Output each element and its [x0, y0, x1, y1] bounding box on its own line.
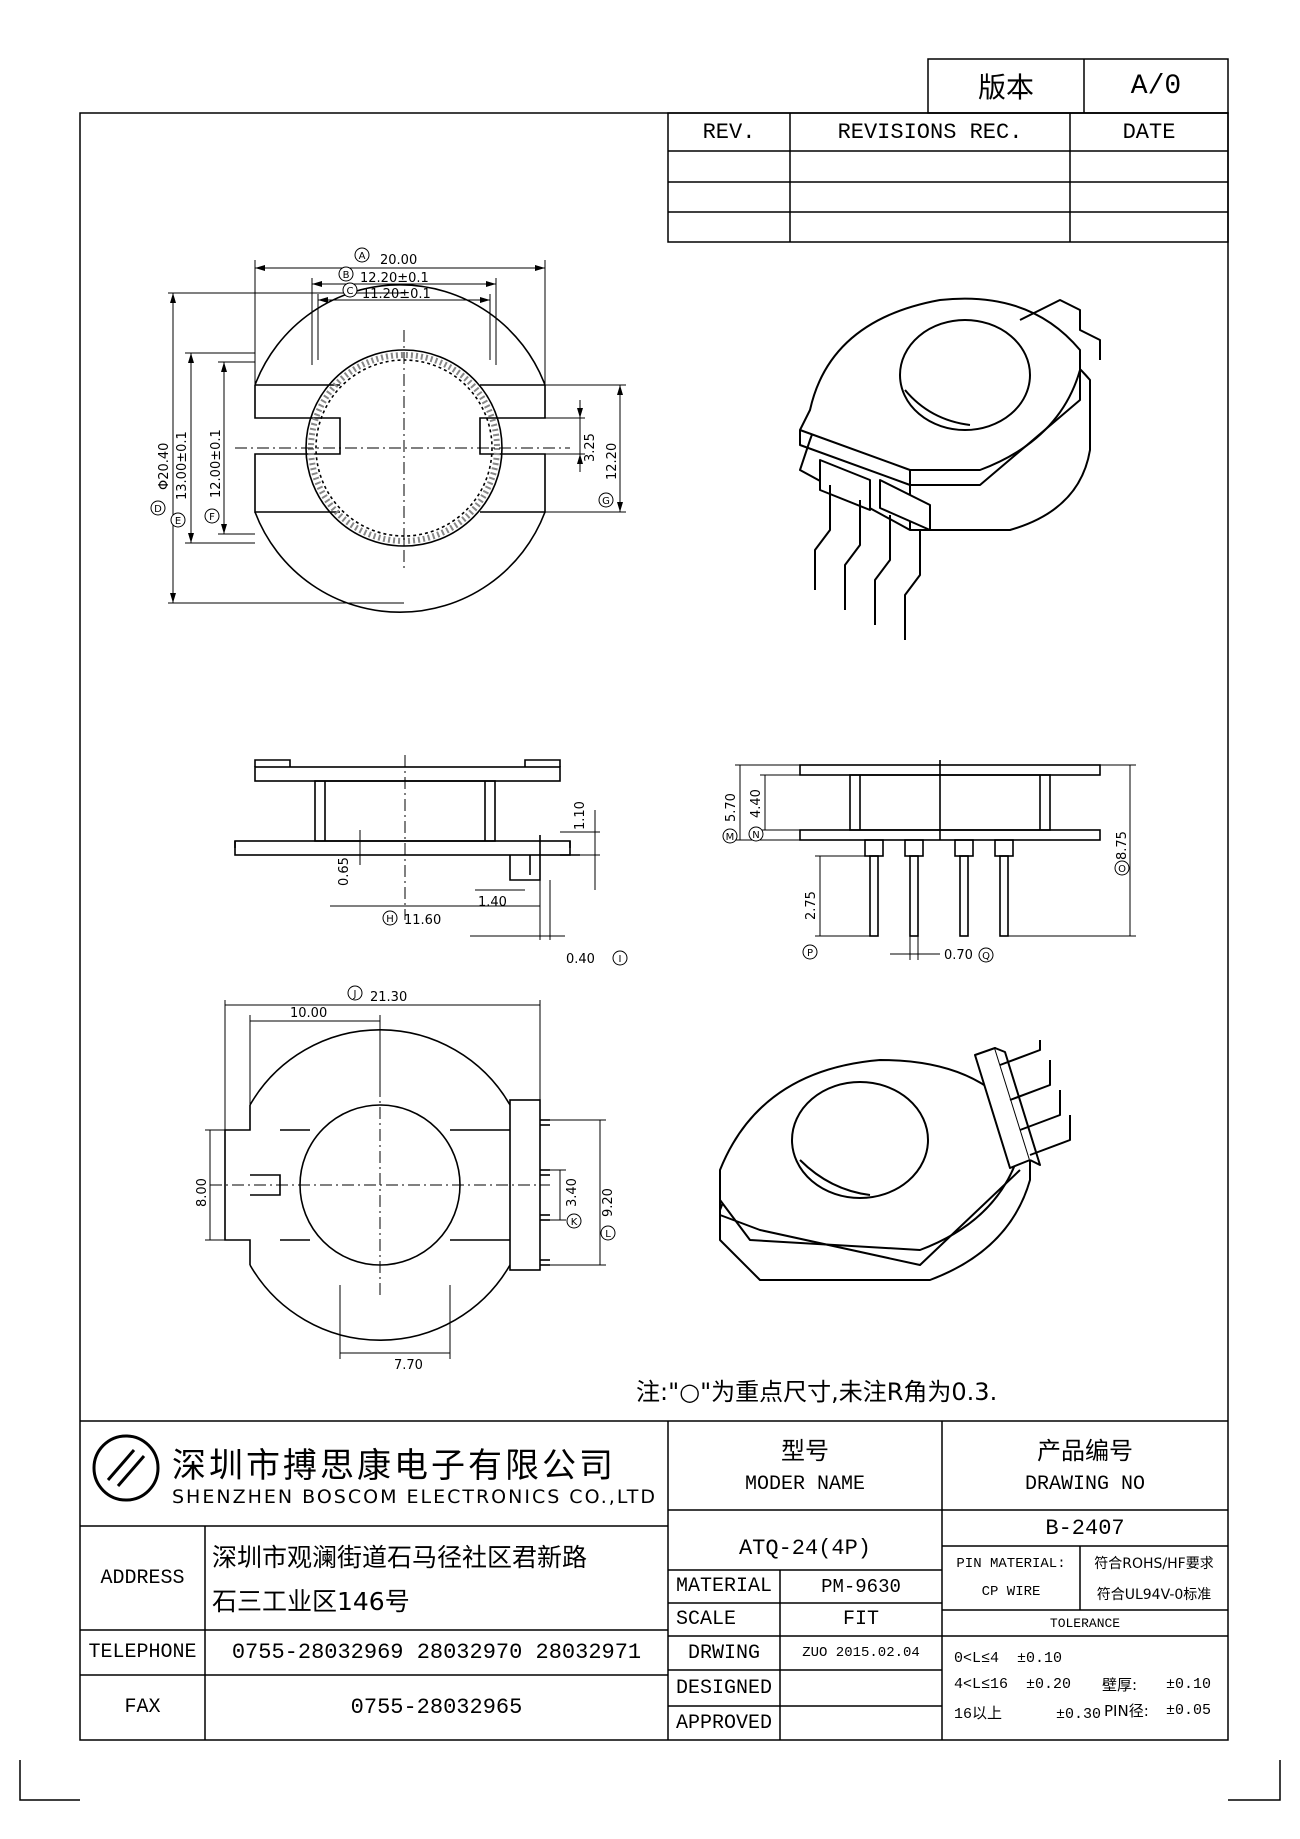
dim-M: 5.70	[724, 793, 739, 822]
label-G: G	[602, 496, 610, 507]
dim-Q: 0.70	[944, 948, 973, 963]
dim-E: 13.00±0.1	[175, 431, 190, 500]
scale-value: FIT	[842, 1608, 879, 1631]
designed-label: DESIGNED	[675, 1676, 772, 1700]
dim-B: 12.20±0.1	[360, 271, 429, 286]
date-header: DATE	[1122, 119, 1176, 145]
dim-bottom-7-70: 7.70	[394, 1358, 423, 1373]
isometric-view-bottom	[719, 1040, 1071, 1281]
dim-D: Φ20.40	[157, 443, 172, 490]
label-L: L	[605, 1229, 611, 1240]
dim-side-1-40: 1.40	[478, 895, 507, 910]
label-N: N	[752, 830, 759, 841]
label-A: A	[359, 251, 366, 262]
pin-material-label: PIN MATERIAL:	[956, 1556, 1066, 1572]
dim-F: 12.00±0.1	[209, 429, 224, 498]
wall-thickness-value: ±0.10	[1166, 1676, 1212, 1693]
label-E: E	[175, 516, 181, 527]
bottom-view-drawing: 21.30 10.00 8.00 3.40 9.20 7.70 J K L	[195, 985, 616, 1373]
company-name-en: SHENZHEN BOSCOM ELECTRONICS CO.,LTD	[172, 1486, 658, 1508]
dim-K: 3.40	[565, 1178, 580, 1207]
rev-header: REV.	[702, 119, 756, 145]
pin-diameter-label: PIN径:	[1104, 1702, 1149, 1720]
dim-P: 2.75	[804, 891, 819, 920]
label-H: H	[386, 914, 394, 925]
material-label: MATERIAL	[675, 1575, 772, 1598]
isometric-view-top	[799, 297, 1101, 640]
label-M: M	[726, 832, 735, 843]
dim-C: 11.20±0.1	[362, 287, 431, 302]
model-value: ATQ-24(4P)	[738, 1535, 872, 1561]
dim-side-1-10: 1.10	[573, 801, 588, 830]
drawing-by-label: DRWING	[687, 1641, 760, 1665]
drawing-label-en: DRAWING NO	[1024, 1472, 1146, 1496]
telephone-label: TELEPHONE	[88, 1641, 197, 1664]
pin-material-value: CP WIRE	[981, 1584, 1041, 1600]
drawing-value: B-2407	[1045, 1515, 1125, 1541]
fax-label: FAX	[124, 1696, 161, 1719]
approved-label: APPROVED	[675, 1711, 772, 1735]
dim-bottom-10: 10.00	[290, 1006, 327, 1021]
telephone-value: 0755-28032969 28032970 28032971	[231, 1640, 642, 1665]
label-C: C	[347, 286, 354, 297]
dim-L: 9.20	[601, 1188, 616, 1217]
dim-J: 21.30	[370, 990, 407, 1005]
top-view-drawing: A B C D E F G 20.00 12.20±0.1 11.20±0.1 …	[150, 247, 626, 613]
material-value: PM-9630	[821, 1575, 901, 1598]
dim-G: 12.20	[605, 443, 620, 480]
label-F: F	[209, 512, 215, 523]
dim-slot: 3.25	[583, 433, 598, 462]
dim-H: 11.60	[404, 913, 441, 928]
rohs-compliance: 符合ROHS/HF要求	[1094, 1556, 1214, 1572]
dim-bottom-8: 8.00	[195, 1178, 210, 1207]
label-K: K	[571, 1217, 578, 1228]
version-value: A/0	[1130, 70, 1182, 102]
company-name-cn: 深圳市搏思康电子有限公司	[172, 1446, 616, 1486]
tolerance-label: TOLERANCE	[1049, 1615, 1121, 1631]
label-I: I	[619, 954, 622, 965]
label-Q: Q	[982, 951, 990, 962]
tolerance-row-2: 4<L≤16 ±0.20	[954, 1676, 1072, 1693]
model-label-cn: 型号	[781, 1436, 829, 1465]
version-label: 版本	[977, 71, 1034, 104]
dim-N: 4.40	[749, 789, 764, 818]
fax-value: 0755-28032965	[350, 1695, 523, 1720]
dim-side-0-65: 0.65	[337, 857, 352, 886]
drawing-by-value: ZUO 2015.02.04	[802, 1645, 920, 1661]
label-O: O	[1118, 864, 1126, 875]
tolerance-row-3: 16以上 ±0.30	[954, 1706, 1102, 1723]
dim-O: 8.75	[1115, 831, 1130, 860]
side-view-drawing: 1.10 0.65 1.40 11.60 0.40 H I	[234, 755, 628, 967]
label-P: P	[807, 948, 813, 959]
address-label: ADDRESS	[100, 1566, 185, 1590]
address-line-1: 深圳市观澜街道石马径社区君新路	[212, 1543, 588, 1572]
label-B: B	[343, 270, 350, 281]
drawing-note: 注:"○"为重点尺寸,未注R角为0.3.	[636, 1378, 998, 1406]
front-view-drawing: 5.70 4.40 8.75 2.75 0.70 M N O P Q	[722, 760, 1136, 963]
tolerance-row-1: 0<L≤4 ±0.10	[954, 1650, 1063, 1667]
company-logo	[92, 1434, 160, 1502]
dim-A: 20.00	[380, 253, 417, 268]
pin-diameter-value: ±0.05	[1166, 1702, 1212, 1719]
scale-label: SCALE	[676, 1608, 737, 1631]
dim-I: 0.40	[566, 952, 595, 967]
revisions-rec-header: REVISIONS REC.	[837, 119, 1023, 145]
model-label-en: MODER NAME	[744, 1472, 866, 1496]
address-line-2: 石三工业区146号	[212, 1587, 410, 1616]
label-J: J	[353, 989, 357, 1000]
drawing-label-cn: 产品编号	[1037, 1436, 1133, 1465]
wall-thickness-label: 壁厚:	[1102, 1676, 1138, 1694]
ul-compliance: 符合UL94V-0标准	[1096, 1587, 1212, 1603]
label-D: D	[154, 504, 162, 515]
